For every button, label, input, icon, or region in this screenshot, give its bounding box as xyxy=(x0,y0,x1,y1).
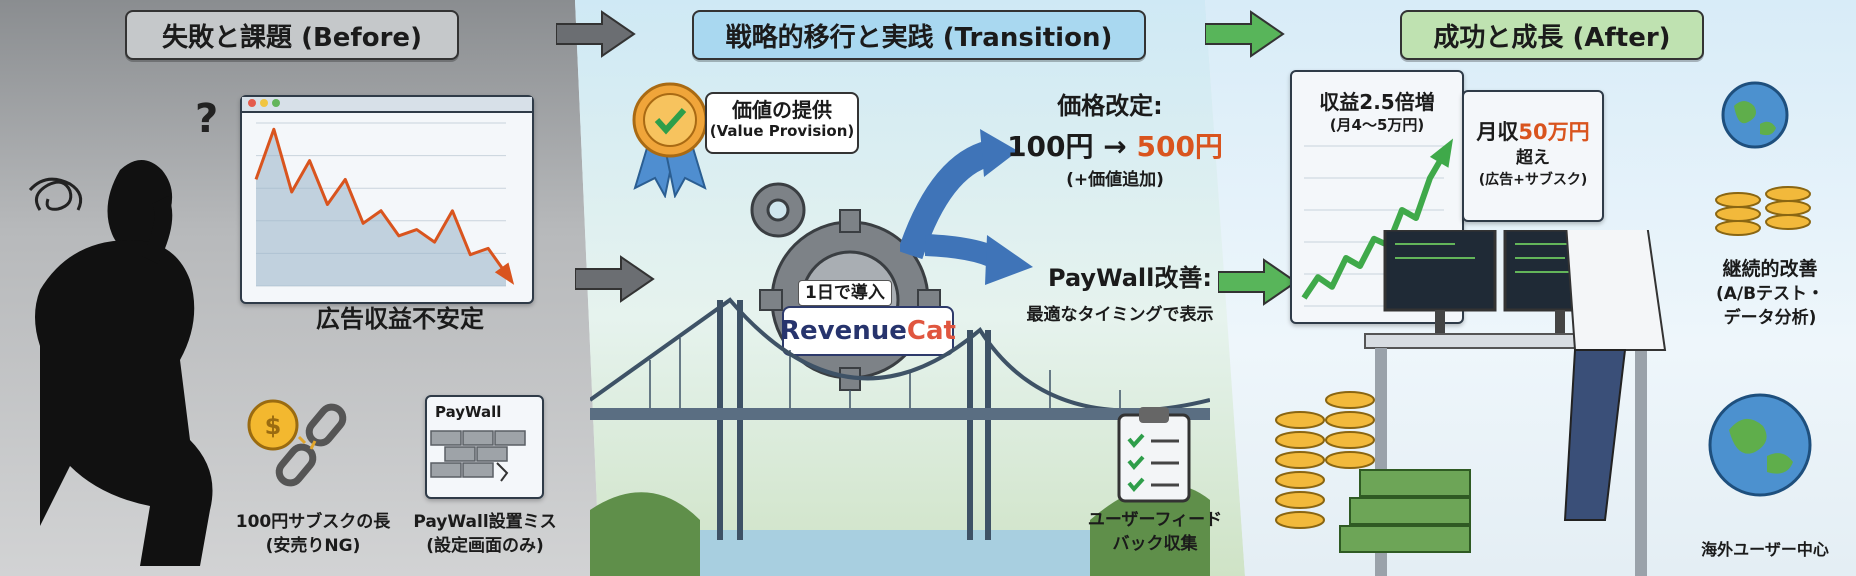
paywall-arrow-blue-icon xyxy=(925,234,1033,285)
revenuecat-logo-a: Revenue xyxy=(780,316,907,346)
broken-paywall-window: PayWall xyxy=(425,395,544,499)
coin-broken-chain-icon: $ xyxy=(247,399,347,487)
value-provision-title: 価値の提供 xyxy=(732,98,832,122)
one-day-intro-label: 1日で導入 xyxy=(798,280,892,307)
value-provision-sub: (Value Provision) xyxy=(709,122,855,140)
monthly-income-row: 月収50万円 xyxy=(1464,120,1602,145)
feedback-label-2: バック収集 xyxy=(1112,534,1198,554)
transition-arrow-gray-icon xyxy=(575,255,655,303)
monthly-income-b: 50万円 xyxy=(1518,120,1590,144)
paywall-mistake-label-2: (設定画面のみ) xyxy=(426,536,544,556)
after-arrow-green-icon xyxy=(1218,258,1298,306)
price-arrow-text: → xyxy=(1103,130,1127,163)
monthly-income-c: 超え xyxy=(1516,148,1550,168)
globe-top-icon xyxy=(1721,81,1789,149)
feedback-clipboard-icon xyxy=(1117,407,1191,503)
monthly-income-d: (広告+サブスク) xyxy=(1478,172,1588,188)
ad-revenue-unstable-label: 広告収益不安定 xyxy=(316,305,484,333)
money-pile-icon xyxy=(1275,391,1471,553)
continuous-improvement-1: 継続的改善 xyxy=(1722,258,1818,280)
paywall-mistake-label-1: PayWall設置ミス xyxy=(413,512,557,532)
series-arrowhead xyxy=(1429,138,1454,168)
monthly-income-a: 月収 xyxy=(1476,120,1519,144)
feedback-label-1: ユーザーフィード xyxy=(1087,510,1223,530)
price-arrow-blue-icon xyxy=(900,129,1018,260)
continuous-improvement-3: データ分析) xyxy=(1723,308,1817,328)
paywall-improve-note: 最適なタイミングで表示 xyxy=(1026,305,1214,325)
stressed-person-icon xyxy=(28,160,213,566)
cheap-subscription-label-1: 100円サブスクの長 xyxy=(235,512,391,532)
cheap-subscription-label-2: (安売りNG) xyxy=(265,536,361,556)
paywall-sign: PayWall xyxy=(435,403,502,421)
header-after: 成功と成長 (After) xyxy=(1400,10,1704,60)
price-change-row: 100円 → 500円 xyxy=(1000,130,1230,164)
growth-chart-svg xyxy=(1301,138,1454,307)
revenue-growth-title: 収益2.5倍増 xyxy=(1319,90,1435,114)
series-arrowhead xyxy=(494,262,515,285)
header-arrow-green-icon xyxy=(1205,10,1285,58)
header-transition: 戦略的移行と実践 (Transition) xyxy=(692,10,1146,60)
series-area xyxy=(256,129,506,286)
price-from: 100円 xyxy=(1007,130,1094,163)
price-note: (+価値追加) xyxy=(1066,170,1164,190)
falling-chart-svg xyxy=(254,122,515,287)
price-to: 500円 xyxy=(1136,130,1223,163)
value-provision-callout: 価値の提供 (Value Provision) xyxy=(705,92,859,154)
globe-bottom-icon xyxy=(1708,393,1812,497)
paywall-improve-title: PayWall改善: xyxy=(1048,264,1212,292)
revenue-growth-sub: (月4〜5万円) xyxy=(1329,116,1425,134)
coins-stack-icon xyxy=(1715,186,1811,236)
header-before: 失敗と課題 (Before) xyxy=(125,10,459,60)
bridge-icon xyxy=(590,297,1210,576)
svg-text:$: $ xyxy=(265,412,282,440)
broken-wall-icon xyxy=(430,430,526,482)
monthly-income-window: 月収50万円 超え (広告+サブスク) xyxy=(1462,90,1604,222)
series-line xyxy=(254,127,508,275)
revenuecat-logo-b: Cat xyxy=(906,316,956,346)
continuous-improvement-2: (A/Bテスト・ xyxy=(1715,284,1825,304)
value-medal-icon xyxy=(632,82,708,198)
series-line xyxy=(1301,152,1447,300)
overseas-users-label: 海外ユーザー中心 xyxy=(1701,540,1829,559)
price-revision-title: 価格改定: xyxy=(1057,92,1163,120)
question-mark-icon: ? xyxy=(195,96,219,142)
header-arrow-gray-icon xyxy=(556,10,636,58)
unstable-revenue-chart xyxy=(240,95,534,304)
